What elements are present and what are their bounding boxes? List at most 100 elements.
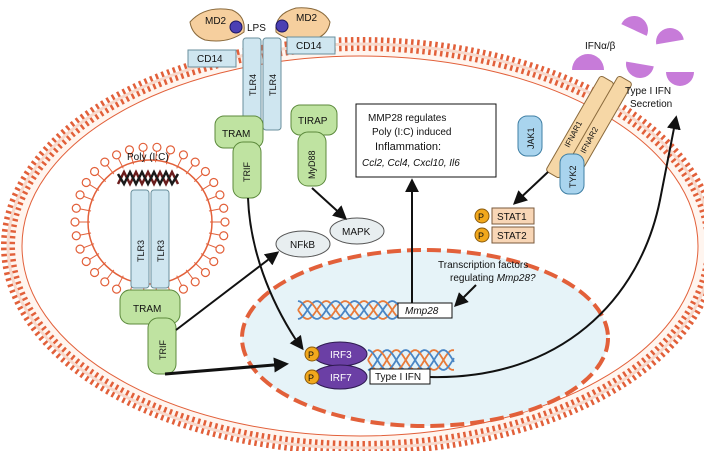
tlr3-complex: Poly (I:C) TLR3 TLR3 TRAM TRIF: [116, 152, 181, 375]
ifn-ligand-4: [666, 72, 694, 86]
jak1-label: JAK1: [526, 127, 536, 149]
polyic-label: Poly (I:C): [127, 152, 169, 163]
endosome-lipid-head: [152, 142, 162, 152]
tirap-label: TIRAP: [298, 116, 328, 127]
endosome-lipid-tail: [96, 262, 106, 271]
arrow-trif-top-to-irf: [247, 197, 304, 351]
mmp28-dna-strand: [297, 300, 399, 320]
mapk-label: MAPK: [342, 227, 371, 238]
endosome-lipid-head: [71, 203, 81, 213]
cd14-right-label: CD14: [296, 41, 322, 52]
mmp28-dna-strand: [297, 300, 399, 320]
tyk2-kinase: [559, 153, 585, 195]
cd14-left-label: CD14: [197, 54, 223, 65]
endosome-lipid-tail: [194, 262, 204, 271]
md2-left-shape: [189, 8, 245, 42]
endosome-lipid-tail: [79, 208, 92, 212]
nucleus: [240, 248, 610, 428]
endosome-lipid-tail: [117, 275, 124, 287]
tlr4-complex: MD2 MD2 LPS TLR4 TLR4 CD14 CD14 TRAM TIR…: [187, 7, 338, 199]
tlr3-left-label: TLR3: [136, 240, 146, 262]
endosome-lipid-tail: [117, 157, 124, 169]
endosome-lipid-head: [81, 256, 91, 267]
secretion-label-line2: Secretion: [630, 99, 672, 110]
endosome-lipid-tail: [88, 253, 100, 261]
endosome-lipid-head: [200, 166, 211, 177]
arrow-trif-bottom-to-nfkb: [175, 251, 280, 331]
stat2-label: STAT2: [497, 231, 527, 242]
irf-factors: IRF3 IRF7 P P: [304, 341, 368, 390]
endosome-lipid-head: [70, 217, 80, 227]
tf-label-gene: Mmp28?: [497, 273, 536, 284]
endosome-lipid-tail: [79, 232, 92, 236]
endosome-lipid-tail: [142, 150, 145, 163]
endosome: [70, 142, 230, 302]
myd88-label: MyD88: [307, 150, 317, 179]
irf3-label: IRF3: [330, 350, 352, 361]
signaling-arrows: [164, 115, 681, 379]
myd88-adaptor: [297, 131, 327, 187]
stat-proteins: STAT1 STAT2 P P: [474, 207, 535, 244]
endosome-lipid-head: [124, 145, 135, 155]
endosome-lipid-head: [215, 244, 225, 254]
endosome-lipid-tail: [185, 164, 194, 175]
mmp28-gene-label: Mmp28: [405, 306, 439, 317]
tf-label-line2: regulating Mmp28?: [450, 273, 536, 284]
trif-top-label: TRIF: [242, 162, 252, 182]
polyic-dsrna-strand-a: [116, 169, 180, 187]
type1-ifn-dna-strand: [367, 349, 455, 371]
box-line3: Inflammation:: [375, 141, 441, 153]
ifn-ligand-3: [626, 61, 654, 78]
endosome-lipid-head: [100, 277, 110, 287]
tlr3-right-label: TLR3: [156, 240, 166, 262]
lps-label: LPS: [247, 23, 266, 34]
tram-top-label: TRAM: [222, 129, 250, 140]
endosome-lipid-head: [89, 166, 100, 177]
md2-right-label: MD2: [296, 13, 318, 24]
tyk2-label: TYK2: [568, 165, 578, 188]
arrow-jak-to-stat: [512, 171, 549, 205]
stat2-box: [491, 226, 535, 244]
endosome-lipid-head: [209, 177, 219, 188]
nfkb-node: [275, 230, 331, 258]
endosome-lipid-head: [215, 190, 225, 200]
jak1-kinase: [517, 115, 543, 157]
endosome-lipid-head: [178, 150, 189, 160]
stat1-phospho-label: P: [478, 212, 484, 222]
lps-molecule-left: [229, 20, 243, 34]
endosome-lipid-tail: [176, 275, 183, 287]
ifnar-complex: IFNα/β IFNAR1 IFNAR2 JAK1 TYK2: [517, 16, 694, 195]
trif-bottom-label: TRIF: [158, 340, 168, 360]
mapk-node: [329, 217, 385, 245]
irf7-phospho-label: P: [308, 373, 314, 383]
tlr3-right-receptor: [150, 189, 170, 289]
endosome-lipid-tail: [208, 232, 221, 236]
endosome-lipid-tail: [96, 173, 106, 182]
dna-helices: [297, 300, 455, 371]
stat1-box: [491, 207, 535, 225]
arrow-myd88-to-mapk: [311, 187, 348, 220]
endosome-lipid-head: [209, 256, 219, 267]
mmp28-dna-strand: [297, 300, 399, 320]
endosome-lipid-tail: [129, 152, 135, 165]
irf7-label: IRF7: [330, 373, 352, 384]
endosome-lipid-head: [165, 145, 176, 155]
endosome-lipid-head: [190, 277, 200, 287]
cd14-right: [286, 36, 336, 55]
secretion-label-line1: Type I IFN: [625, 86, 671, 97]
stat2-phospho: [474, 227, 490, 243]
endosome-lipid-tail: [200, 183, 212, 191]
endosome-lipid-head: [100, 157, 110, 167]
endosome-lipid-head: [75, 190, 85, 200]
endosome-lipid-tail: [194, 173, 204, 182]
mmp28-gene-box: [397, 302, 453, 319]
stat2-phospho-label: P: [478, 231, 484, 241]
cd14-left: [187, 49, 237, 68]
endosome-lipid-tail: [106, 269, 115, 280]
endosome-lipid-tail: [200, 253, 212, 261]
endosome-lipid-head: [111, 150, 122, 160]
trif-top-adaptor: [232, 141, 262, 199]
endosome-lipid-head: [200, 267, 211, 278]
tlr4-right-label: TLR4: [268, 74, 278, 96]
